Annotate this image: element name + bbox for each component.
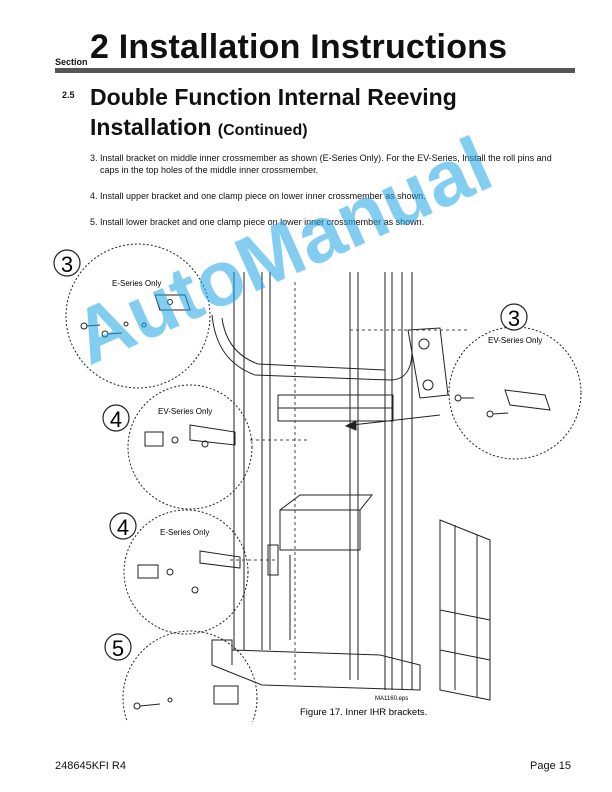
callout-3-left-label: E-Series Only xyxy=(112,279,161,288)
callout-4-lower: 4 xyxy=(117,515,129,540)
step-3: 3. Install bracket on middle inner cross… xyxy=(90,153,552,175)
mast-assembly xyxy=(211,272,491,701)
footer-page-number: Page 15 xyxy=(530,760,571,772)
figure-caption: Figure 17. Inner IHR brackets. xyxy=(300,707,427,718)
step-5: 5. Install lower bracket and one clamp p… xyxy=(90,217,425,227)
callout-4-upper-label: EV-Series Only xyxy=(158,407,212,416)
section-label: Section xyxy=(55,57,88,67)
callout-3-left: 3 xyxy=(61,252,73,277)
callout-4-upper: 4 xyxy=(110,407,122,432)
step-4: 4. Install upper bracket and one clamp p… xyxy=(90,191,426,201)
subsection-title-text: Double Function Internal Reeving Install… xyxy=(90,84,457,140)
instruction-steps: 3. Install bracket on middle inner cross… xyxy=(90,152,560,242)
detail-circles xyxy=(65,243,582,722)
callout-5: 5 xyxy=(112,636,124,661)
subsection-continued: (Continued) xyxy=(217,122,308,139)
figure-17-diagram: 3 E-Series Only 3 EV-Series Only 4 EV-Se… xyxy=(53,243,582,722)
header-rule xyxy=(55,68,575,73)
callout-3-right: 3 xyxy=(508,306,520,331)
figure-file-label: MA1160.eps xyxy=(375,696,408,702)
callout-3-right-label: EV-Series Only xyxy=(488,336,542,345)
hardware-details xyxy=(80,294,551,710)
subsection-number: 2.5 xyxy=(62,90,75,100)
footer-doc-number: 248645KFI R4 xyxy=(55,760,126,772)
callout-4-lower-label: E-Series Only xyxy=(160,528,209,537)
subsection-title: Double Function Internal Reeving Install… xyxy=(90,82,530,146)
section-title: 2 Installation Instructions xyxy=(90,28,508,66)
